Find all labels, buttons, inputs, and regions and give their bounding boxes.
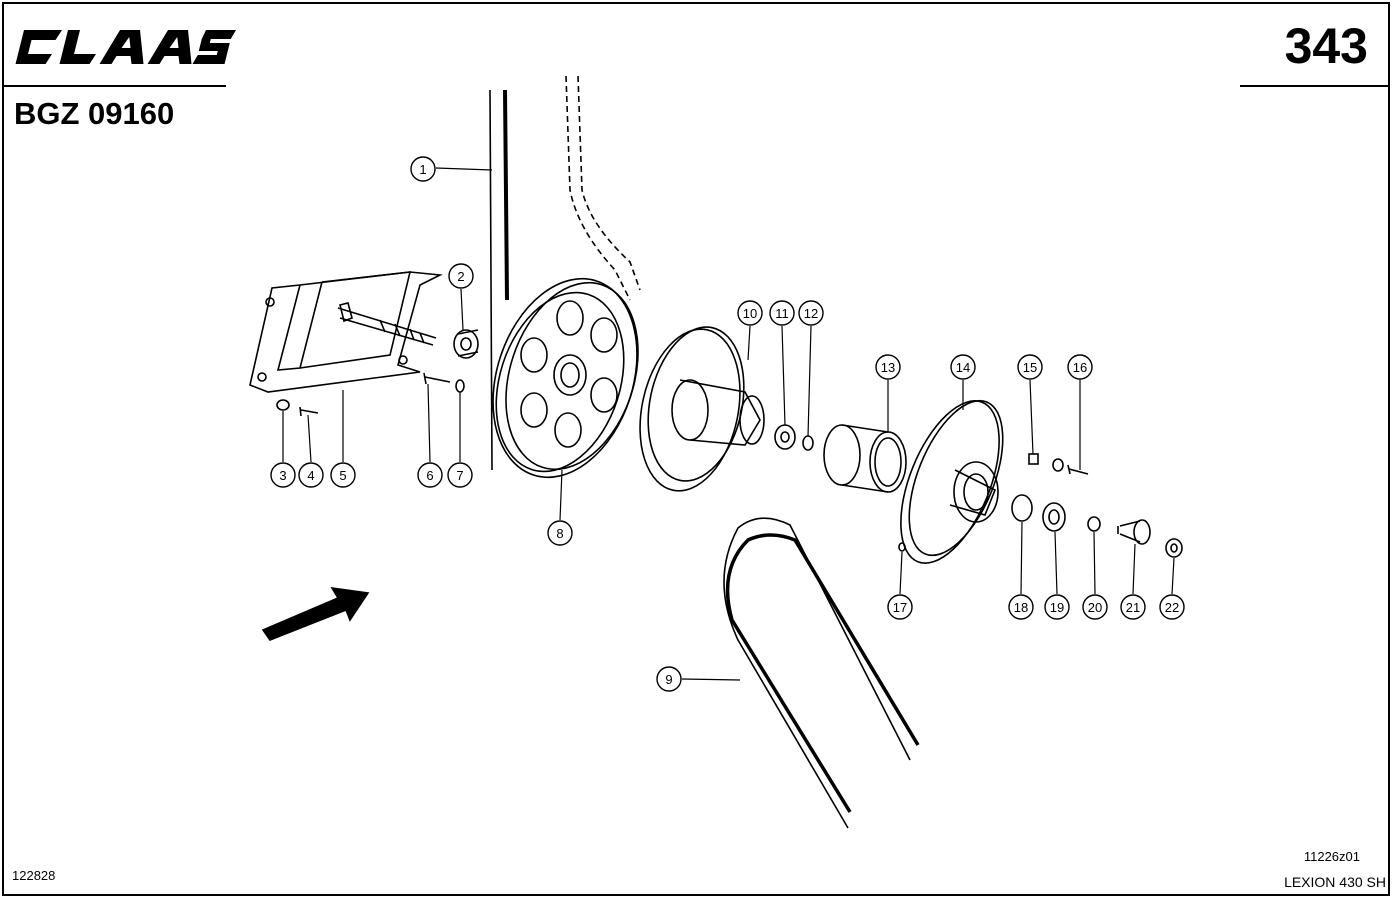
bolt-4 (299, 406, 319, 417)
callout-15: 15 (1023, 360, 1037, 375)
washer-3 (276, 399, 290, 411)
direction-arrow (261, 586, 370, 641)
header-rule-left (2, 85, 226, 87)
callout-7: 7 (456, 468, 463, 483)
callout-22: 22 (1165, 600, 1179, 615)
drawing-code: 11226z01 (1303, 849, 1360, 864)
washer-15b (1052, 458, 1064, 472)
bolt-16 (1067, 464, 1089, 475)
sleeve-13 (823, 424, 907, 493)
circlip-18 (1011, 494, 1033, 522)
pulley-8 (492, 277, 639, 479)
callout-1: 1 (419, 162, 426, 177)
callout-circles (270, 156, 1185, 692)
callout-14: 14 (956, 360, 970, 375)
claas-logo (15, 30, 237, 64)
leader-lines (282, 167, 1175, 681)
callout-5: 5 (339, 468, 346, 483)
callout-9: 9 (665, 672, 672, 687)
belt-upper (489, 75, 641, 471)
page-number: 343 (1284, 18, 1368, 74)
callout-20: 20 (1088, 600, 1102, 615)
bolt-6 (423, 372, 451, 385)
key-15 (1028, 453, 1039, 465)
callout-13: 13 (881, 360, 895, 375)
washer-20 (1087, 516, 1101, 532)
pin-17 (898, 542, 906, 552)
axle-21 (1117, 519, 1151, 545)
belt-lower-9 (723, 517, 920, 829)
machine-model: LEXION 430 SH (1284, 874, 1386, 890)
callout-6: 6 (426, 468, 433, 483)
nut-11 (774, 424, 796, 450)
callout-12: 12 (804, 306, 818, 321)
callout-16: 16 (1073, 360, 1087, 375)
group-code: BGZ 09160 (14, 96, 175, 131)
bearing-19 (1042, 502, 1066, 532)
bracket-plate-5 (249, 271, 443, 393)
callout-2: 2 (457, 269, 464, 284)
nut-22 (1165, 538, 1183, 558)
header-rule-right (1240, 85, 1390, 87)
callout-11: 11 (775, 306, 789, 321)
document-number: 122828 (12, 868, 56, 883)
callout-4: 4 (307, 468, 314, 483)
disc-hub-10 (639, 326, 765, 492)
washer-7 (455, 379, 465, 393)
washer-12 (802, 435, 814, 451)
callout-8: 8 (556, 526, 563, 541)
callout-19: 19 (1050, 600, 1064, 615)
callout-17: 17 (893, 600, 907, 615)
callout-3: 3 (279, 468, 286, 483)
callout-18: 18 (1014, 600, 1028, 615)
disc-14 (900, 399, 1004, 564)
bearing-2 (453, 329, 479, 359)
callout-21: 21 (1126, 600, 1140, 615)
callout-10: 10 (743, 306, 757, 321)
